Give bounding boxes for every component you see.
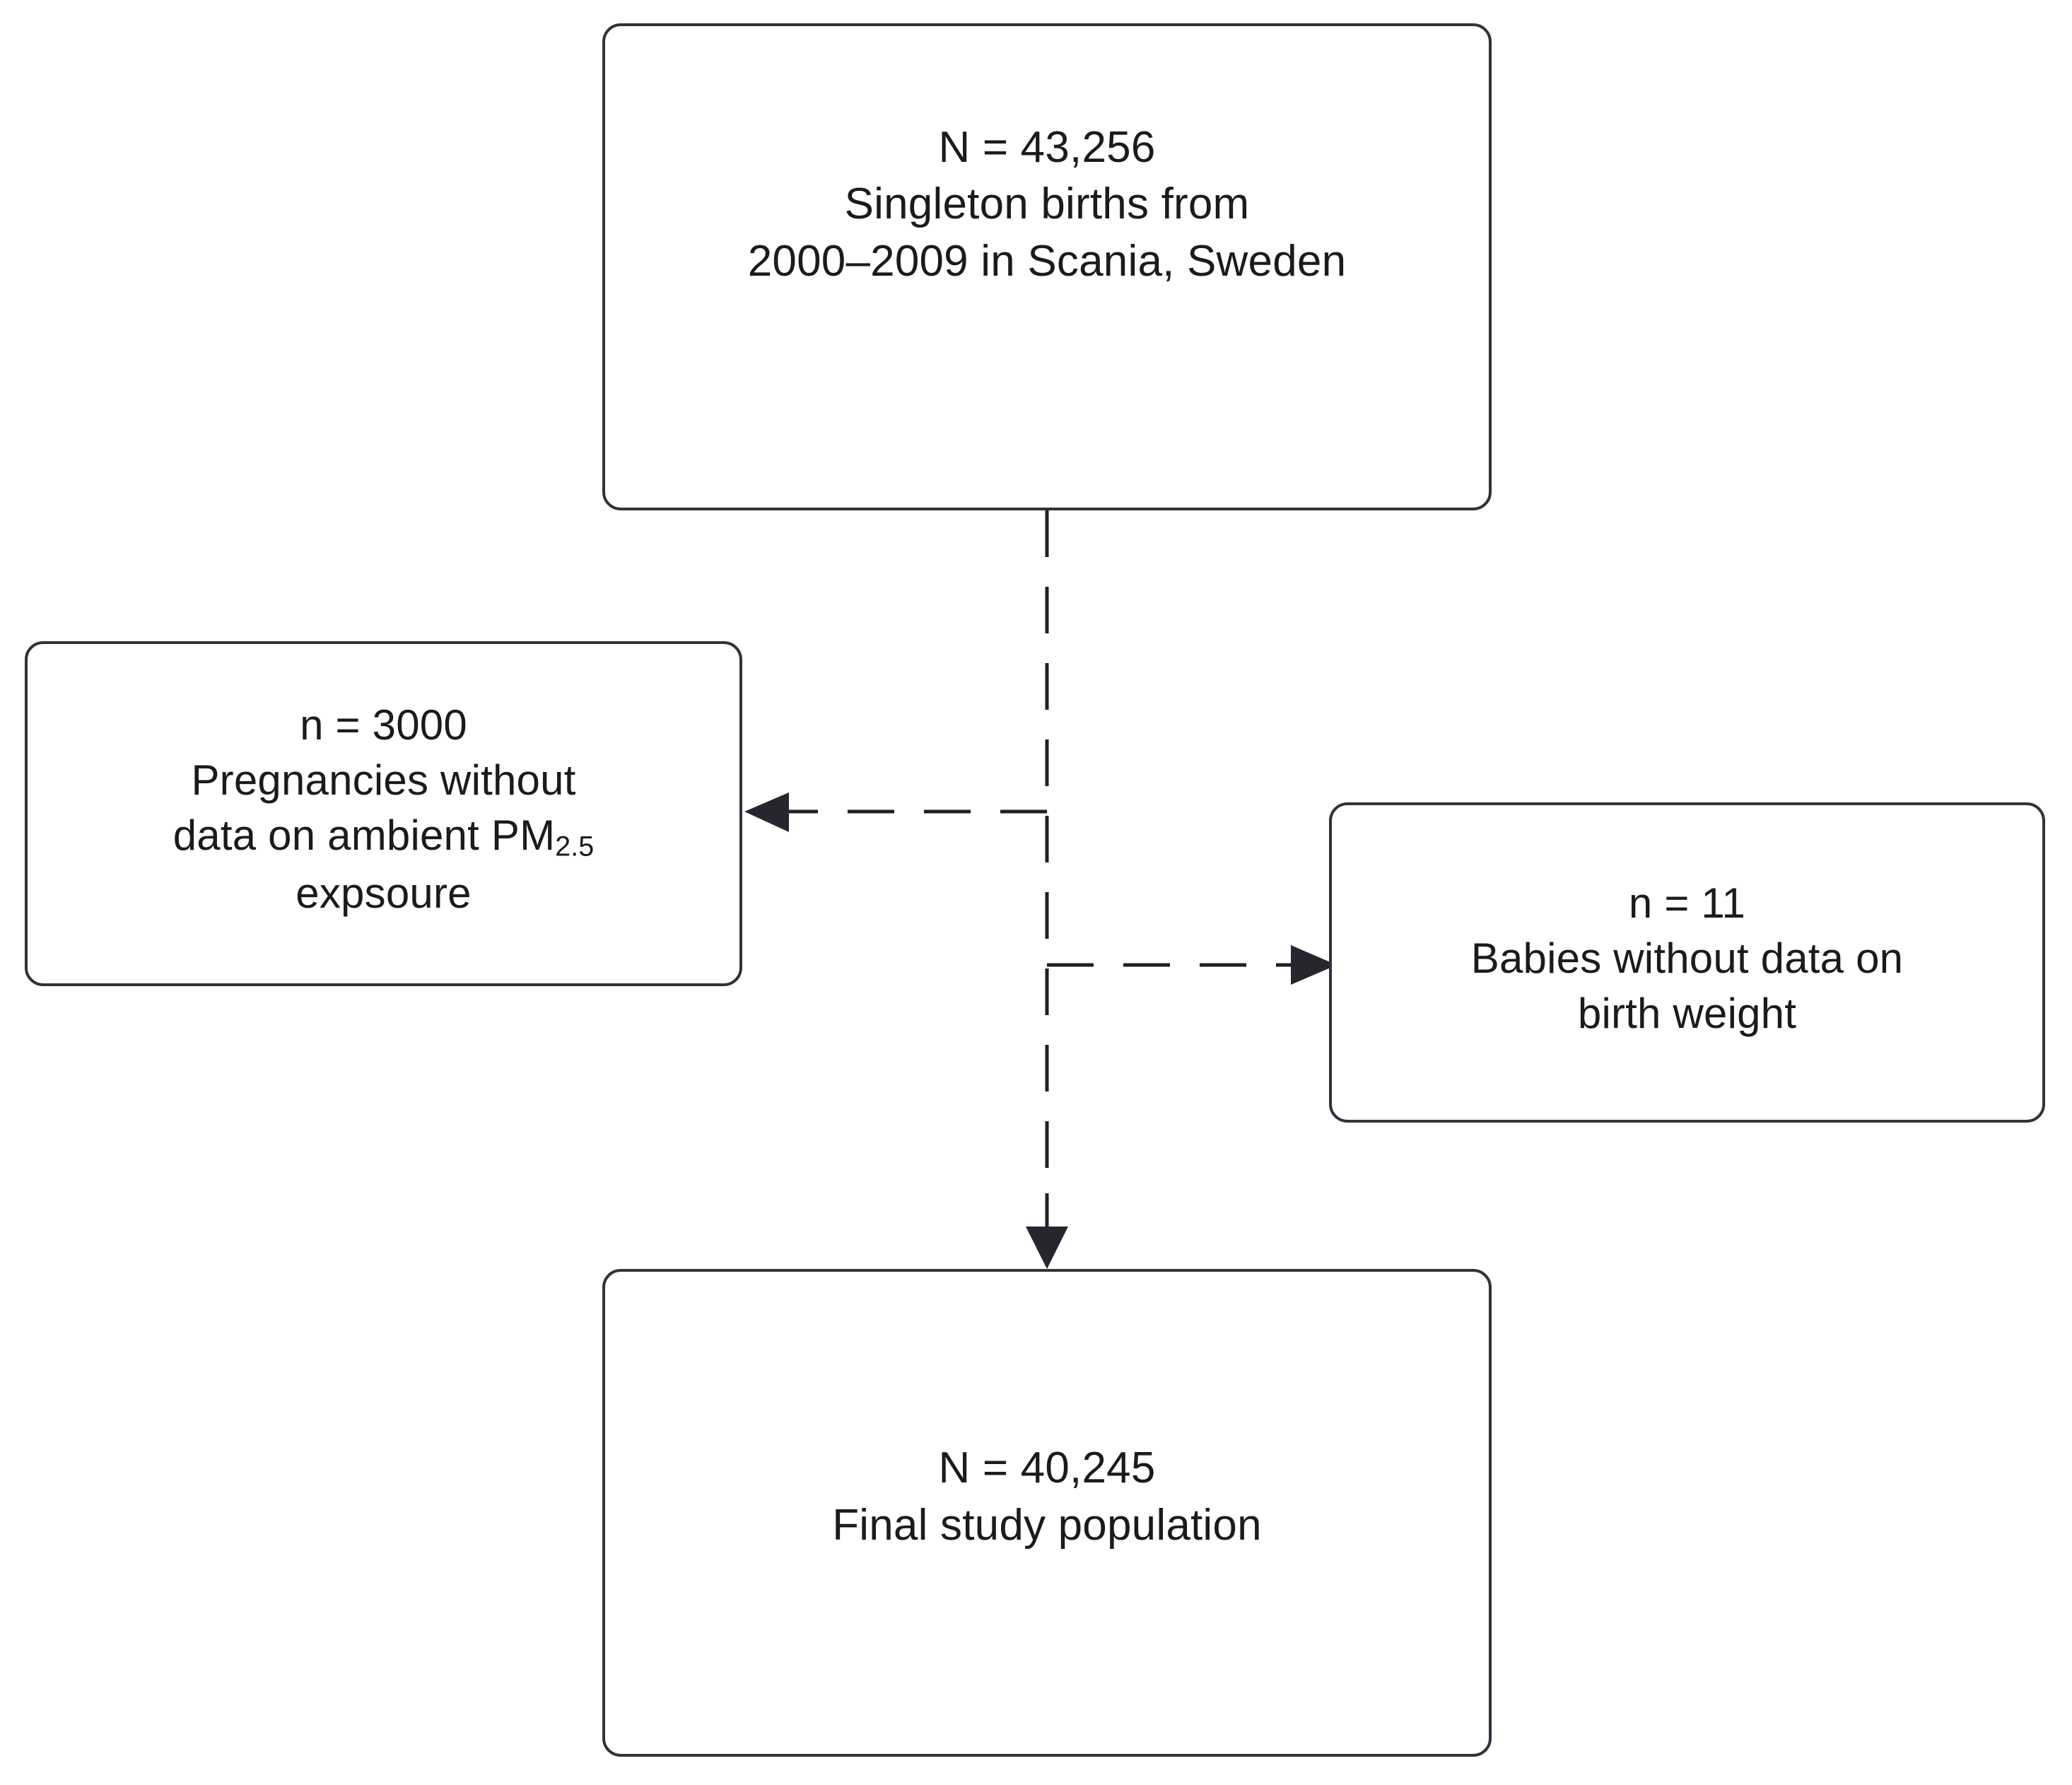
excluded-birthweight-count-label: n = 11 <box>1628 879 1746 927</box>
excluded-pm25-description-line-1: Pregnancies without <box>191 756 576 804</box>
pm25-subscript: 2.5 <box>555 831 595 863</box>
node-excluded-no-birth-weight-text: n = 11 Babies without data on birth weig… <box>1332 876 2042 1041</box>
excluded-pm25-pollutant-text: data on ambient PM <box>172 812 556 860</box>
node-source-population-text: N = 43,256 Singleton births from 2000–20… <box>605 119 1489 291</box>
excluded-pm25-description-line-3: expsoure <box>295 869 472 917</box>
source-description-line-2: 2000–2009 in Scania, Sweden <box>747 236 1347 286</box>
source-count-label: N = 43,256 <box>938 122 1156 172</box>
node-final-study-population-text: N = 40,245 Final study population <box>605 1440 1489 1554</box>
arrowhead-down-icon <box>1026 1227 1068 1269</box>
node-excluded-no-pm25-exposure: n = 3000 Pregnancies without data on amb… <box>25 641 742 986</box>
source-description-line-1: Singleton births from <box>844 180 1250 229</box>
excluded-pm25-count-label: n = 3000 <box>300 701 467 749</box>
arrowhead-left-icon <box>744 792 789 832</box>
final-count-label: N = 40,245 <box>938 1444 1156 1493</box>
excluded-birthweight-description-line-1: Babies without data on <box>1470 934 1904 982</box>
excluded-pm25-description-line-2: data on ambient PM2.5 <box>46 808 721 865</box>
node-excluded-no-birth-weight: n = 11 Babies without data on birth weig… <box>1329 802 2045 1123</box>
node-final-study-population: N = 40,245 Final study population <box>602 1269 1492 1757</box>
node-source-population: N = 43,256 Singleton births from 2000–20… <box>602 23 1492 510</box>
excluded-birthweight-description-line-2: birth weight <box>1577 989 1797 1037</box>
node-excluded-no-pm25-exposure-text: n = 3000 Pregnancies without data on amb… <box>28 698 739 920</box>
final-description-line-1: Final study population <box>832 1501 1262 1550</box>
